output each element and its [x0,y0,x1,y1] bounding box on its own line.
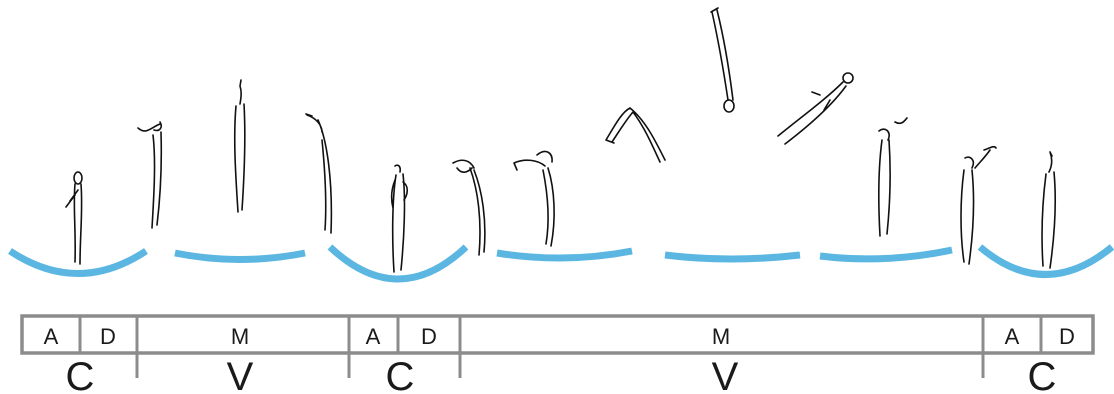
segment-label-d-1: D [100,324,116,349]
bed-flight-2 [497,251,632,258]
segment-label-m-2: M [712,324,730,349]
group-label-v-1: V [227,355,254,394]
segment-label-d-2: D [421,324,437,349]
segment-label-m-1: M [231,324,249,349]
athlete-figure-2 [138,122,161,228]
bed-contact-3 [980,247,1112,275]
bed-contact-1 [10,251,146,274]
athlete-figure-9 [711,8,734,112]
phase-bar: A D M A D M A D C V C V C [22,316,1093,394]
segment-label-a-1: A [44,324,59,349]
athlete-figure-6 [453,160,485,255]
athlete-figure-5 [392,165,408,272]
athlete-figure-1 [66,172,82,264]
segment-label-a-2: A [366,324,381,349]
segment-label-d-3: D [1059,324,1075,349]
bed-flight-4 [820,250,952,259]
athlete-figure-3 [235,80,245,212]
bed-flight-1 [175,253,305,260]
athlete-figure-7 [514,151,554,246]
group-label-c-3: C [1028,355,1057,394]
athlete-figure-8 [606,108,665,162]
athlete-figure-10 [778,73,853,144]
athlete-figure-12 [961,147,996,264]
athlete-figure-13 [1042,152,1055,268]
athlete-figures [66,8,1055,272]
athlete-figure-11 [879,118,907,236]
group-label-c-1: C [66,355,95,394]
trampoline-beds [10,247,1112,279]
bed-contact-2 [330,247,466,279]
phase-bar-outline [22,316,1093,353]
group-label-c-2: C [386,355,415,394]
bed-flight-3 [665,255,800,259]
athlete-figure-4 [306,114,331,233]
segment-label-a-3: A [1005,324,1020,349]
group-label-v-2: V [712,355,739,394]
